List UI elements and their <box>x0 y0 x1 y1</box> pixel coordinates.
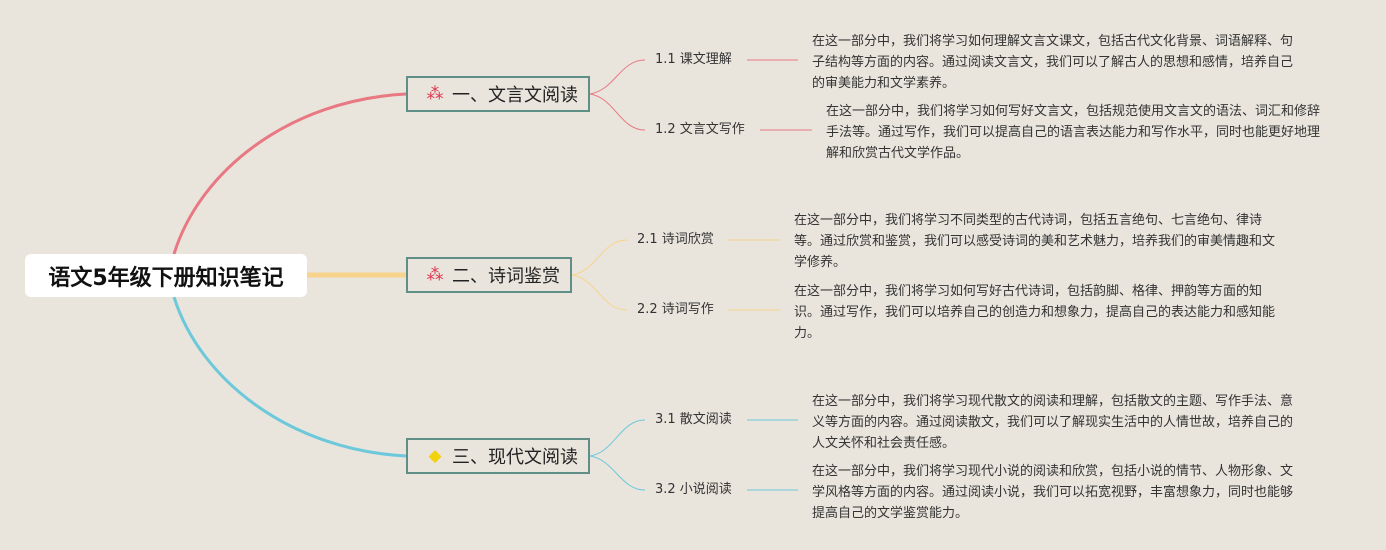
subtopic-1-1[interactable]: 1.1 课文理解 <box>655 52 732 67</box>
branch-label: 二、诗词鉴赏 <box>452 266 560 287</box>
branch-label: 三、现代文阅读 <box>452 447 578 468</box>
branch-node-3[interactable]: ◆ 三、现代文阅读 <box>406 438 590 474</box>
branch-label: 一、文言文阅读 <box>452 85 578 106</box>
root-node[interactable]: 语文5年级下册知识笔记 <box>25 254 307 297</box>
subtopic-1-2[interactable]: 1.2 文言文写作 <box>655 122 745 137</box>
connector-1-2 <box>589 93 646 131</box>
description-3-2: 在这一部分中，我们将学习现代小说的阅读和欣赏，包括小说的情节、人物形象、文学风格… <box>812 464 1294 521</box>
connector-3-2 <box>589 455 646 491</box>
subtopic-2-2[interactable]: 2.2 诗词写作 <box>637 302 714 317</box>
description-1-2: 在这一部分中，我们将学习如何写好文言文，包括规范使用文言文的语法、词汇和修辞手法… <box>826 104 1321 161</box>
gem-icon: ◆ <box>428 446 442 466</box>
connector-1-1 <box>589 59 646 95</box>
root-title: 语文5年级下册知识笔记 <box>48 265 284 291</box>
description-2-2: 在这一部分中，我们将学习如何写好古代诗词，包括韵脚、格律、押韵等方面的知识。通过… <box>794 284 1276 341</box>
subtopic-3-1[interactable]: 3.1 散文阅读 <box>655 412 732 427</box>
connector-2-2 <box>571 274 628 311</box>
magic-wand-icon: ⁂ <box>426 84 444 104</box>
description-3-1: 在这一部分中，我们将学习现代散文的阅读和理解，包括散文的主题、写作手法、意义等方… <box>812 394 1294 451</box>
branch-node-2[interactable]: ⁂ 二、诗词鉴赏 <box>406 257 572 293</box>
description-1-1: 在这一部分中，我们将学习如何理解文言文课文，包括古代文化背景、词语解释、句子结构… <box>812 34 1294 91</box>
subtopic-2-1[interactable]: 2.1 诗词欣赏 <box>637 232 714 247</box>
magic-wand-icon: ⁂ <box>426 265 444 285</box>
connector-2-1 <box>571 239 628 276</box>
branch-node-1[interactable]: ⁂ 一、文言文阅读 <box>406 76 590 112</box>
description-2-1: 在这一部分中，我们将学习不同类型的古代诗词，包括五言绝句、七言绝句、律诗等。通过… <box>794 213 1276 270</box>
subtopic-3-2[interactable]: 3.2 小说阅读 <box>655 482 732 497</box>
connector-3-1 <box>589 419 646 457</box>
connector-branch-1 <box>172 92 407 255</box>
connector-branch-3 <box>172 296 407 458</box>
